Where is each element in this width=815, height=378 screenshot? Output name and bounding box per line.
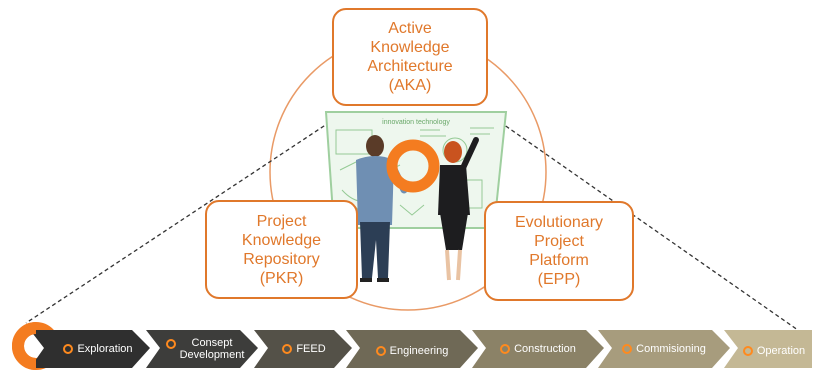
start-ring-front [12,322,37,370]
pkr-line-4: (PKR) [259,269,304,287]
stage-arrow-operation [724,330,812,368]
stage-feed: FEED [268,330,340,368]
pkr-line-1: Project [256,212,307,230]
whiteboard-caption: innovation technology [382,119,450,126]
stage-dot-icon [282,344,293,354]
epp-line-2: Project [534,233,584,250]
stage-dot-icon [500,344,511,354]
stage-engineering: Engineering [360,332,464,370]
stage-operation: Operation [736,332,812,370]
aka-box: Active Knowledge Architecture (AKA) [332,8,488,106]
stage-construction: Construction [486,330,590,368]
stage-dot-icon [375,346,386,356]
stage-dot-icon [165,339,176,349]
stage-label-text: Construction [514,343,576,355]
stage-arrow-feed [254,330,352,368]
stage-label-text: Consept [191,337,233,349]
aka-line-1: Active [388,20,432,37]
pkr-line-2: Knowledge [241,231,322,249]
epp-line-1: Evolutionary [514,214,604,231]
epp-box: Evolutionary Project Platform (EPP) [484,201,634,301]
stage-consept-development: Consept Development [160,330,250,368]
stage-label-text: FEED [296,343,326,355]
stage-label-text: Exploration [77,343,133,355]
aka-line-3: Architecture [367,58,453,75]
pkr-box: Project Knowledge Repository (PKR) [205,200,358,299]
stage-label-text-2: Development [179,349,245,361]
stage-label-text: Engineering [389,345,449,357]
left-dashed-line [25,121,331,324]
stage-arrow-construction [472,330,604,368]
woman-figure [438,137,479,281]
stage-exploration: Exploration [52,330,144,368]
stage-label-text: Commisioning [636,343,706,355]
aka-line-4: (AKA) [388,77,432,94]
process-chevrons [30,330,812,368]
stage-label-text: Operation [756,345,806,357]
stage-arrow-engineering [346,330,478,368]
pkr-line-3: Repository [243,250,320,268]
stage-arrow-exploration [30,330,150,368]
epp-line-3: Platform [529,252,589,269]
epp-line-4: (EPP) [537,271,581,288]
stage-dot-icon [742,346,753,356]
logo-ring-icon [386,139,440,193]
stage-commisioning: Commisioning [612,330,716,368]
stage-arrow-commisioning [598,330,730,368]
right-dashed-line [499,121,806,336]
aka-line-2: Knowledge [370,39,450,56]
stage-dot-icon [63,344,74,354]
stage-dot-icon [622,344,633,354]
